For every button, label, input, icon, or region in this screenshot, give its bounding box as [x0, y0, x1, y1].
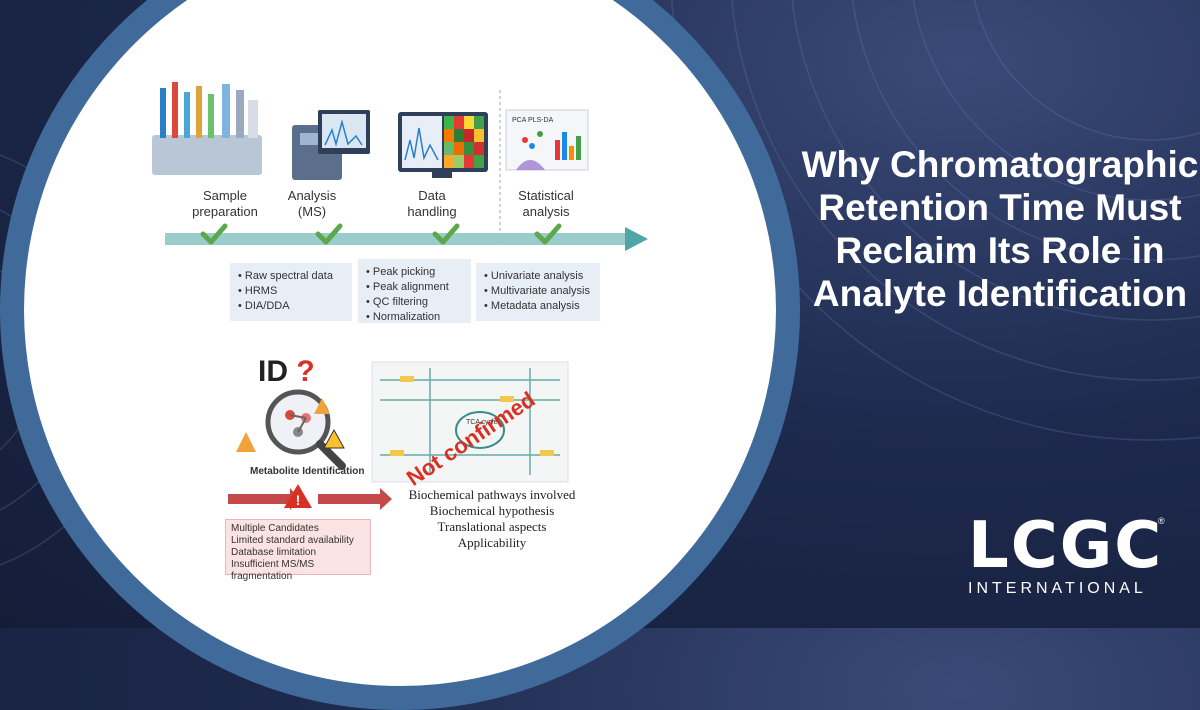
check-icon: [200, 223, 228, 245]
warning-icon: [284, 484, 312, 508]
headline: Why Chromatographic Retention Time Must …: [801, 144, 1199, 314]
metabolite-id-illustration: [236, 389, 346, 470]
box-analysis-details: Raw spectral data HRMS DIA/DDA: [230, 263, 352, 321]
statistical-analysis-illustration: PCA PLS-DA: [499, 90, 589, 245]
svg-text:!: !: [296, 492, 301, 508]
step-data-handling: Data handling: [407, 188, 457, 219]
data-handling-illustration: [398, 112, 488, 178]
left-arrow: [228, 488, 300, 510]
logo-sub-text: INTERNATIONAL: [968, 580, 1147, 597]
step-statistical-analysis: Statistical analysis: [518, 188, 574, 219]
step-sample-prep: Sample preparation: [192, 188, 258, 219]
outcomes-list: Biochemical pathways involved Biochemica…: [408, 487, 576, 550]
pathway-map: [371, 361, 569, 483]
check-icon: [534, 223, 562, 245]
metabolite-id-caption: Metabolite Identification: [250, 466, 365, 477]
lcgc-logo: LCGC INTERNATIONAL: [968, 514, 1168, 598]
sample-prep-illustration: [152, 82, 262, 175]
candidate-limitations-box: Multiple Candidates Limited standard ava…: [225, 519, 371, 582]
workflow-figure: PCA PLS-DA: [152, 82, 648, 510]
registered-mark: ®: [1158, 516, 1165, 526]
id-question: ID ?: [258, 355, 315, 389]
check-icon: [315, 223, 343, 245]
id-label: ID: [258, 355, 288, 388]
timeline-arrowhead: [625, 227, 648, 251]
pca-label: PCA PLS-DA: [512, 117, 554, 124]
box-statistical-details: Univariate analysis Multivariate analysi…: [476, 263, 600, 321]
question-mark: ?: [296, 355, 315, 388]
logo-main-text: LCGC: [968, 509, 1164, 583]
box-data-handling-details: Peak picking Peak alignment QC filtering…: [358, 259, 471, 323]
check-icon: [432, 223, 460, 245]
step-analysis: Analysis (MS): [287, 188, 337, 219]
timeline-bar: [165, 233, 625, 245]
tca-cycle-label: TCA cycle: [466, 419, 498, 426]
right-arrow: [318, 488, 392, 510]
ms-instrument-illustration: [292, 110, 370, 180]
